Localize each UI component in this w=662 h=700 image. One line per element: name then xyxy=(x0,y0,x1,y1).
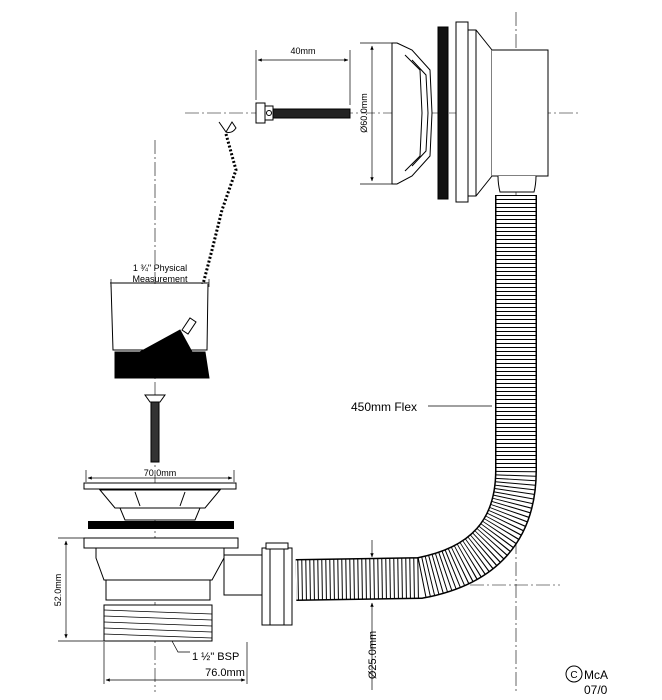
plug-measurement-line1: 1 ¾" Physical xyxy=(133,263,187,273)
plug-measurement-dimension xyxy=(110,279,210,287)
overflow-screw xyxy=(255,102,351,124)
logo-text: McA xyxy=(584,668,608,682)
screw-length-dimension xyxy=(255,50,351,105)
thread-label: 1 ½" BSP xyxy=(192,651,239,663)
base-width-label: 76.0mm xyxy=(205,667,245,679)
flex-label: 450mm Flex xyxy=(351,400,417,414)
waste-body xyxy=(83,537,293,642)
thread-leader xyxy=(171,640,190,653)
overflow-assembly xyxy=(391,21,549,203)
body-height-label: 52.0mm xyxy=(53,574,63,607)
flange-gasket xyxy=(88,521,234,529)
screw-length-label: 40mm xyxy=(290,46,315,56)
body-height-dimension xyxy=(58,537,104,642)
bath-plug xyxy=(110,282,210,379)
plug-chain xyxy=(187,121,238,323)
plug-measurement-line2: Measurement xyxy=(132,274,188,284)
waste-flange xyxy=(83,482,237,521)
overflow-diameter-dimension xyxy=(360,42,392,185)
flex-hose xyxy=(295,195,537,601)
drawing-ref: 07/0 xyxy=(584,683,608,697)
flange-width-dimension xyxy=(85,470,235,482)
flange-width-label: 70.0mm xyxy=(144,468,177,478)
pipe-diameter-label: Ø25.0mm xyxy=(367,631,379,679)
company-logo: C McA xyxy=(565,665,608,683)
logo-symbol: C xyxy=(570,670,577,681)
centre-screw xyxy=(144,394,166,463)
overflow-diameter-label: Ø60.0mm xyxy=(359,93,369,133)
base-width-dimension xyxy=(103,642,248,684)
